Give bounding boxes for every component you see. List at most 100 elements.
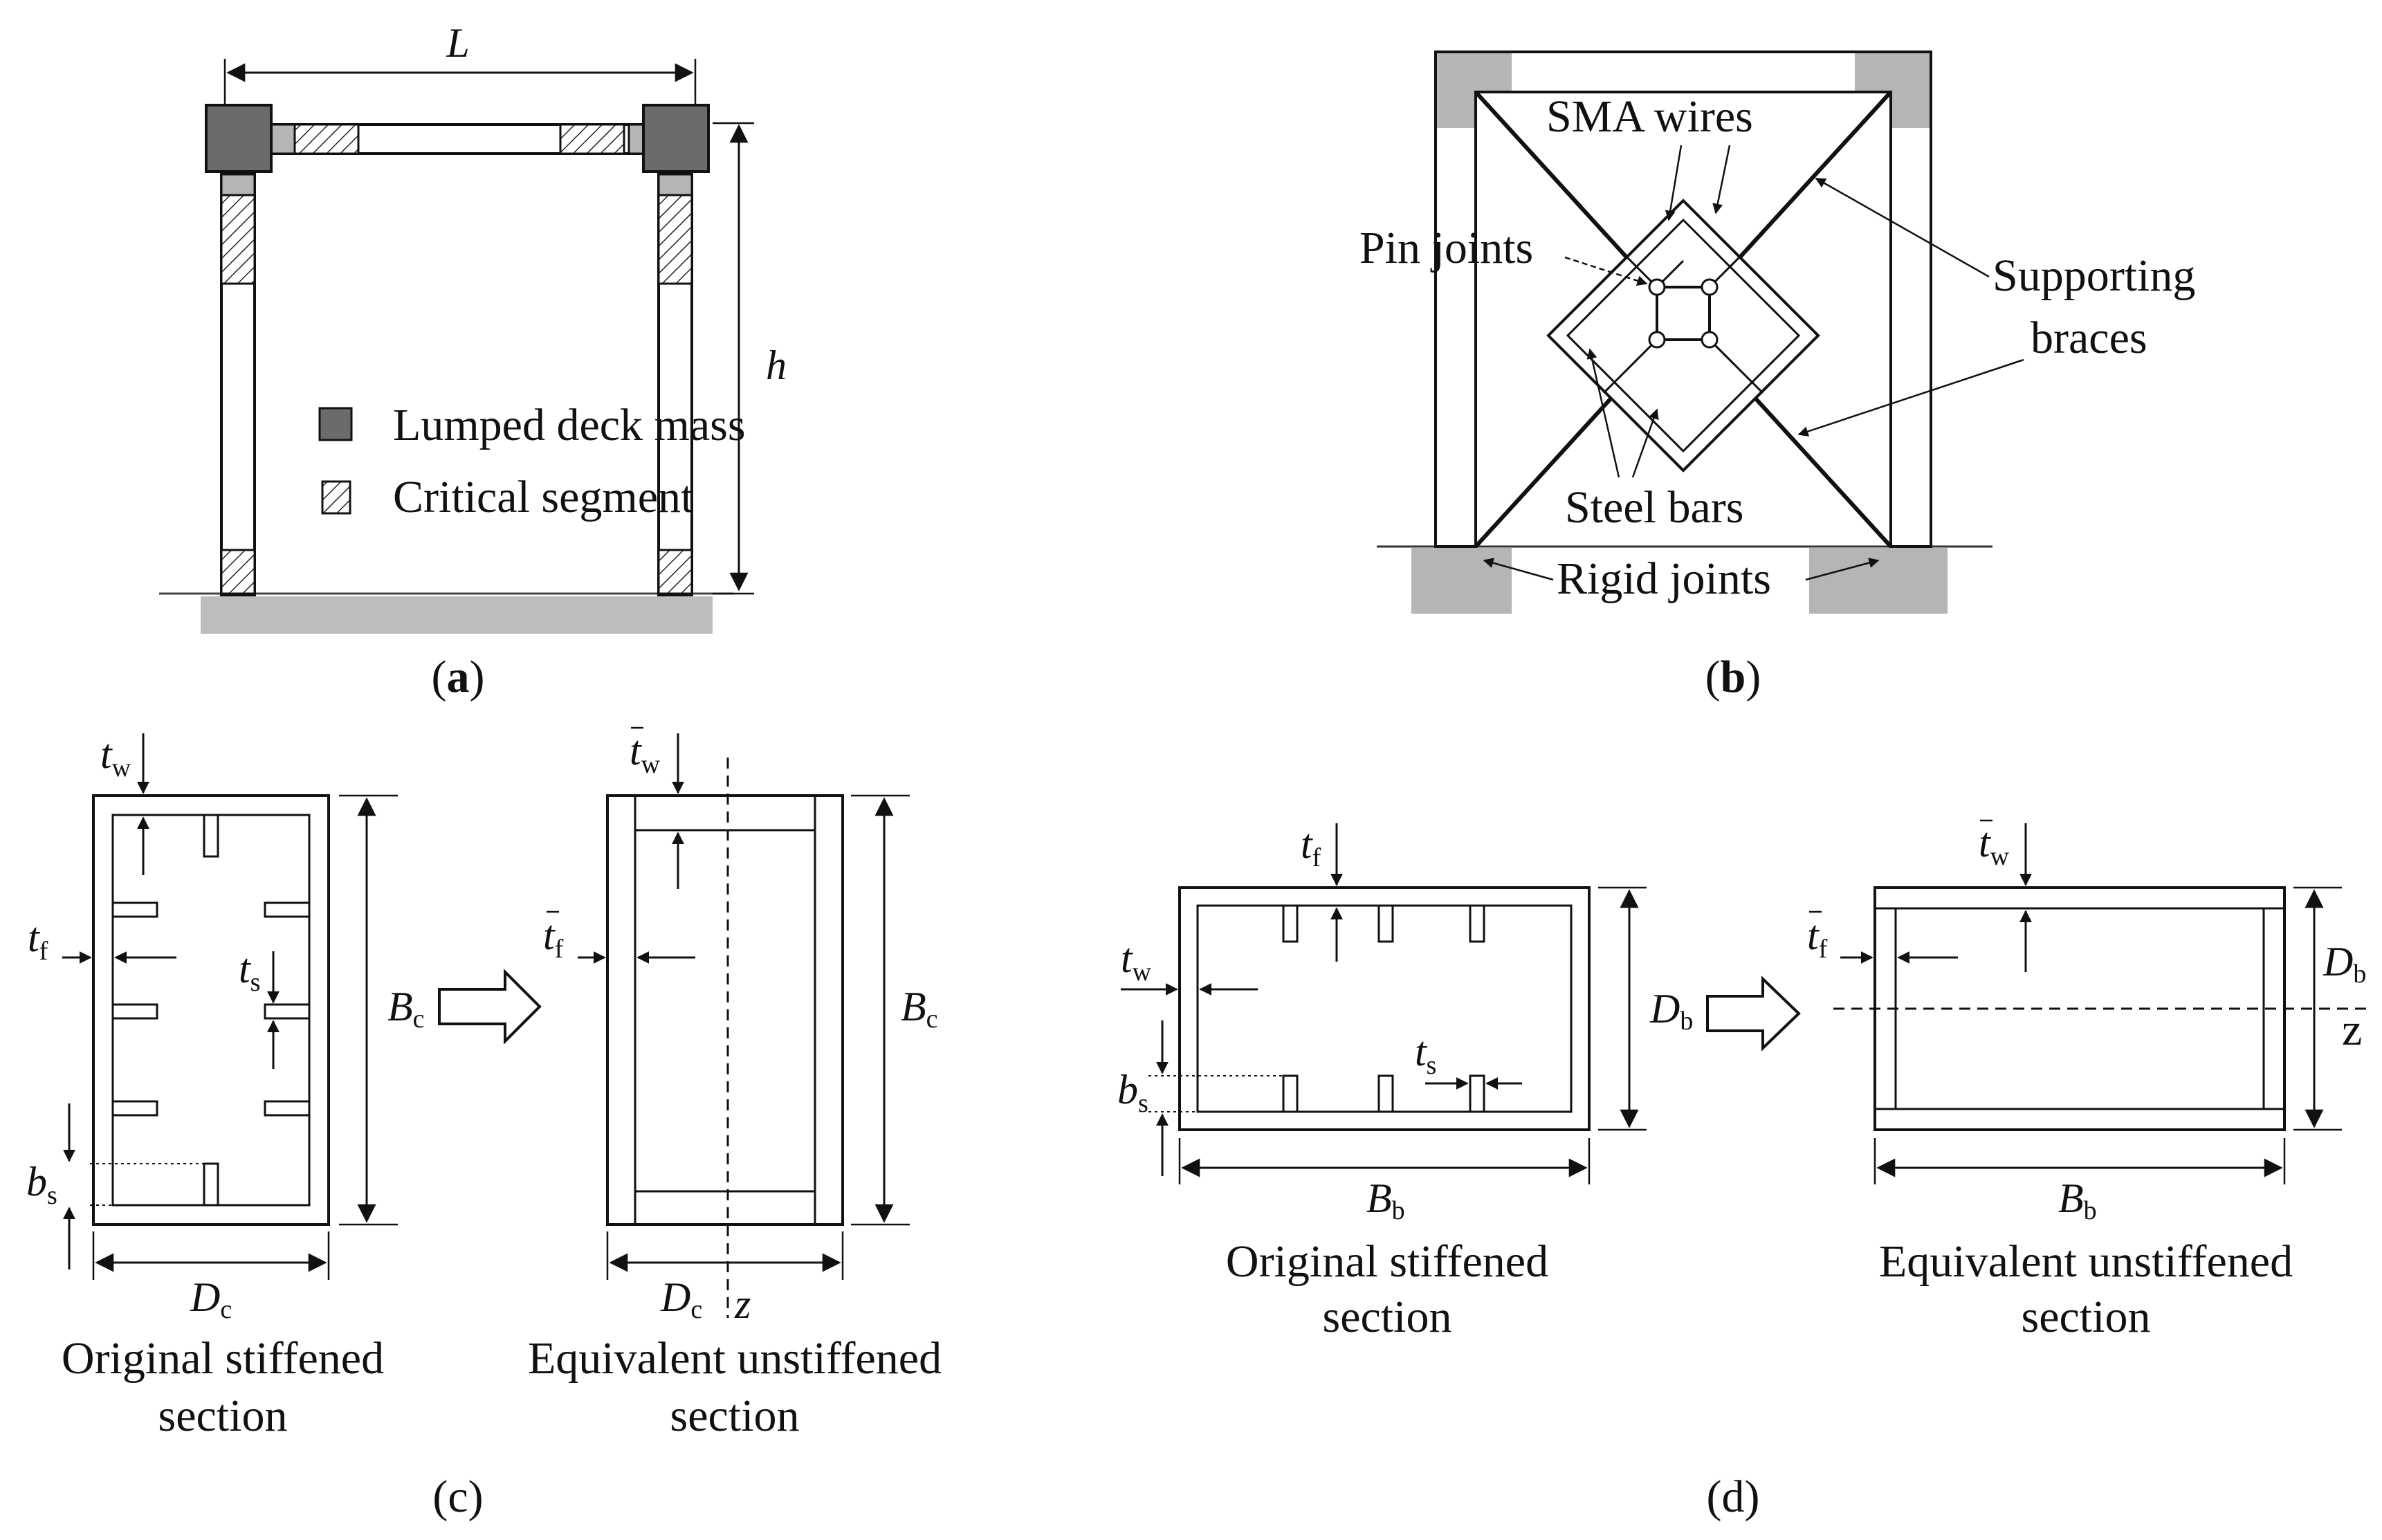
panel-c: tw tf ts bs Bc Dc z — [26, 726, 942, 1522]
legend-mass-swatch — [318, 407, 353, 441]
c-equiv-caption-2: section — [670, 1391, 800, 1441]
pin-joint-4 — [1701, 331, 1719, 349]
c-stiffener-bottom — [203, 1162, 219, 1207]
legend-segment-swatch — [321, 480, 351, 515]
c-orig-caption-2: section — [158, 1391, 288, 1441]
c-transform-arrow — [438, 969, 542, 1045]
label-braces: braces — [2031, 313, 2147, 363]
d-ts-label: ts — [1415, 1029, 1436, 1080]
d-tf-label: tf — [1301, 821, 1321, 872]
c-equiv-Bc-label: Bc — [901, 984, 938, 1034]
c-tf-label: tf — [28, 915, 48, 966]
leader-steel-1 — [1586, 348, 1620, 478]
c-stiffener-r1 — [264, 901, 311, 918]
caption-a: (a) — [432, 652, 485, 702]
critical-segment-col-right-top — [657, 194, 693, 285]
c-equiv-caption-1: Equivalent unstiffened — [528, 1333, 942, 1384]
lumped-mass-right — [642, 104, 710, 173]
d-equiv-caption-1: Equivalent unstiffened — [1879, 1236, 2293, 1287]
frame-column-left — [1434, 51, 1477, 548]
c-stiffener-top — [203, 814, 219, 858]
leader-steel-2 — [1631, 408, 1659, 478]
leader-rigid-1 — [1483, 558, 1554, 581]
c-stiffener-r3 — [264, 1100, 311, 1117]
caption-c: (c) — [432, 1472, 483, 1522]
legend-segment-label: Critical segment — [393, 472, 693, 522]
d-Db-label: Db — [1649, 986, 1693, 1036]
label-supporting: Supporting — [1992, 250, 2195, 301]
beam-joint-left — [268, 123, 296, 155]
label-sma-wires: SMA wires — [1546, 91, 1753, 142]
d-stiffener-bot-2 — [1377, 1074, 1394, 1113]
d-equiv-tw-label: tw — [1979, 820, 2010, 871]
d-equiv-outer — [1873, 886, 2286, 1131]
c-equiv-tf-label: tf — [543, 913, 564, 964]
c-equiv-Dc-label: Dc — [660, 1274, 702, 1324]
critical-segment-col-left-bottom — [220, 549, 256, 595]
column-joint-left — [220, 173, 256, 196]
pin-joint-2 — [1701, 278, 1719, 296]
d-stiffener-top-1 — [1282, 904, 1299, 943]
c-equiv-outer — [606, 794, 844, 1226]
critical-segment-col-left-top — [220, 194, 256, 285]
pin-joint-3 — [1648, 331, 1666, 349]
d-equiv-Bb-label: Bb — [2058, 1175, 2097, 1225]
critical-segment-col-right-bottom — [657, 549, 693, 595]
pin-joint-1 — [1648, 278, 1666, 296]
ground-slab — [201, 596, 713, 634]
d-stiffener-bot-3 — [1469, 1074, 1485, 1113]
caption-d: (d) — [1707, 1472, 1760, 1522]
support-right — [1809, 548, 1948, 614]
c-stiffener-l1 — [111, 901, 158, 918]
legend-mass-label: Lumped deck mass — [393, 400, 746, 450]
leader-sma-1 — [1665, 145, 1683, 221]
c-stiffener-l2 — [111, 1003, 158, 1020]
lumped-mass-left — [205, 104, 273, 173]
c-stiffener-l3 — [111, 1100, 158, 1117]
panel-a: L h Lumped deck mass Critical segment (a… — [159, 20, 787, 702]
dim-L-label: L — [446, 20, 469, 66]
c-orig-caption-1: Original stiffened — [62, 1333, 384, 1384]
c-tw-label: tw — [100, 731, 131, 782]
steel-bar-square — [1656, 286, 1711, 341]
d-stiffener-bot-1 — [1282, 1074, 1299, 1113]
d-bs-label: bs — [1117, 1067, 1148, 1118]
leader-sma-2 — [1712, 145, 1731, 214]
sma-diamond-inner — [1566, 218, 1801, 453]
d-orig-caption-1: Original stiffened — [1226, 1236, 1548, 1287]
leader-pin — [1564, 256, 1648, 286]
sma-wire-3 — [1602, 338, 1658, 394]
leader-rigid-2 — [1805, 558, 1880, 581]
d-equiv-caption-2: section — [2022, 1292, 2151, 1342]
d-tw-label: tw — [1121, 935, 1152, 987]
column-joint-right — [657, 173, 693, 196]
c-Dc-label: Dc — [190, 1274, 232, 1324]
d-z-label: z — [2342, 1005, 2362, 1055]
d-equiv-tf-label: tf — [1807, 913, 1828, 964]
c-bs-label: bs — [26, 1159, 57, 1210]
panel-b: SMA wires Pin joints Supporting braces S… — [1359, 51, 2195, 702]
d-equiv-Db-label: Db — [2323, 939, 2366, 989]
caption-b: (b) — [1705, 652, 1761, 702]
label-pin-joints: Pin joints — [1359, 223, 1533, 273]
critical-segment-beam-right — [559, 123, 625, 155]
d-Bb-label: Bb — [1366, 1175, 1405, 1225]
d-stiffener-top-3 — [1469, 904, 1485, 943]
frame-beam — [1434, 51, 1932, 93]
c-Bc-label: Bc — [387, 984, 425, 1034]
dim-h-label: h — [766, 342, 787, 388]
d-transform-arrow — [1706, 975, 1801, 1052]
sma-wire-1 — [1602, 232, 1658, 288]
label-rigid-joints: Rigid joints — [1557, 553, 1771, 604]
d-stiffener-top-2 — [1377, 904, 1394, 943]
critical-segment-beam-left — [293, 123, 360, 155]
label-steel-bars: Steel bars — [1565, 482, 1743, 533]
d-orig-caption-2: section — [1323, 1292, 1452, 1342]
c-z-label: z — [734, 1281, 751, 1327]
sma-wire-2 — [1708, 232, 1764, 288]
top-joint-left-col — [1437, 53, 1474, 128]
c-stiffener-r2 — [264, 1003, 311, 1020]
c-ts-label: ts — [239, 946, 260, 997]
support-left — [1411, 548, 1512, 614]
c-equiv-tw-label: tw — [630, 728, 661, 779]
